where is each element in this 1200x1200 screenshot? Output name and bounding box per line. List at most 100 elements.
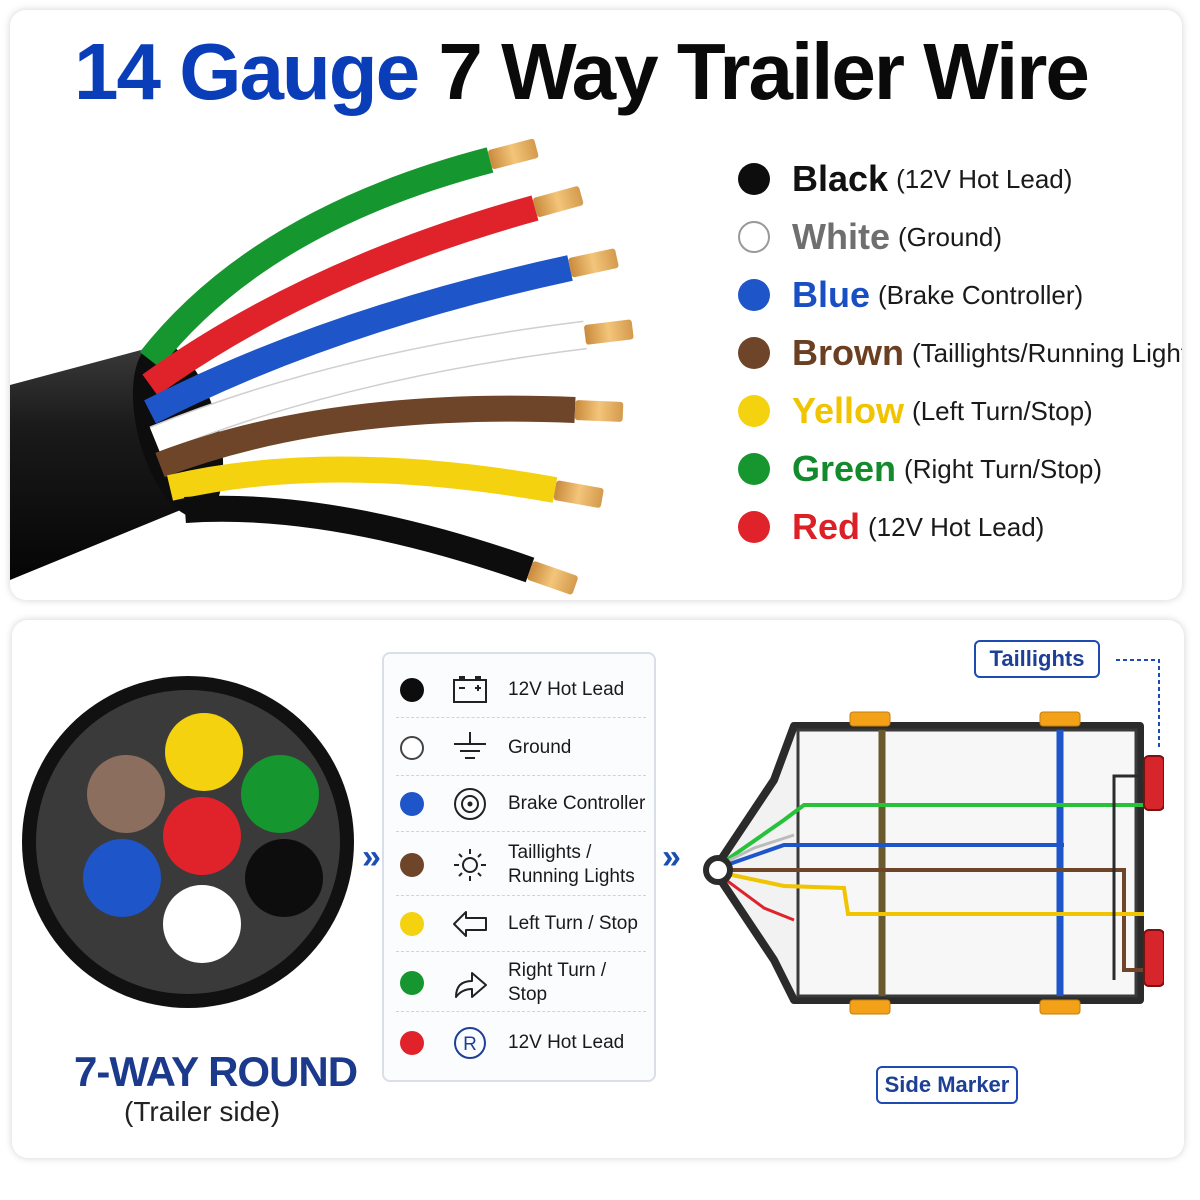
- pin-function-label: Ground: [508, 736, 572, 758]
- wire-yellow: [166, 456, 558, 503]
- pin-black: [245, 839, 323, 917]
- side-marker-light: [1039, 999, 1081, 1015]
- copper-tip-yellow: [553, 480, 604, 508]
- legend-color-name: Yellow: [792, 390, 905, 431]
- copper-tip-blue: [568, 248, 619, 278]
- wire-black-run: [1112, 774, 1140, 980]
- title-main: 7 Way Trailer Wire: [438, 27, 1090, 116]
- copper-tip-white: [584, 319, 634, 345]
- hitch-coupler: [703, 855, 733, 885]
- wire-color-legend: Black(12V Hot Lead)White(Ground)Blue(Bra…: [738, 150, 1182, 556]
- color-swatch: [400, 735, 424, 760]
- color-swatch: [738, 279, 770, 311]
- color-swatch: [738, 221, 770, 253]
- pin-function-label: Left Turn / Stop: [508, 912, 638, 934]
- connector-diagram-panel: 7-WAY ROUND (Trailer side) » 12V Hot Lea…: [12, 620, 1184, 1158]
- color-swatch: [400, 911, 424, 936]
- copper-tip-brown: [574, 400, 624, 422]
- legend-color-desc: (Left Turn/Stop): [912, 395, 1093, 426]
- pin-blue: [83, 839, 161, 917]
- wire-white: [150, 322, 587, 453]
- legend-color-name: Red: [792, 506, 861, 547]
- legend-color-desc: (Taillights/Running Lights): [912, 337, 1182, 368]
- legend-color-desc: (Brake Controller): [878, 279, 1084, 310]
- pin-function-label: 12V Hot Lead: [508, 678, 625, 700]
- taillight-right: [1143, 755, 1164, 811]
- side-marker-light: [1039, 711, 1081, 727]
- color-swatch: [400, 677, 424, 702]
- pin-function-label: 12V Hot Lead: [508, 1032, 625, 1053]
- pin-function-item: 12V Hot Lead: [396, 662, 646, 718]
- legend-color-name: Brown: [792, 332, 904, 373]
- wires-group: [139, 138, 634, 595]
- arrow-right-icon: [450, 965, 490, 1001]
- pin-function-item: Ground: [396, 720, 646, 776]
- pin-yellow: [165, 713, 243, 791]
- legend-color-desc: (Right Turn/Stop): [904, 453, 1103, 484]
- legend-item-yellow: Yellow(Left Turn/Stop): [738, 382, 1178, 440]
- color-swatch: [400, 791, 424, 816]
- pin-brown: [87, 755, 165, 833]
- taillight-left: [1143, 929, 1164, 987]
- color-swatch: [738, 511, 770, 543]
- wire-brown-run: [718, 868, 1144, 972]
- wire-green-run: [716, 803, 1144, 868]
- legend-color-name: Black: [792, 158, 889, 199]
- legend-item-blue: Blue(Brake Controller): [738, 266, 1178, 324]
- wire-brown: [155, 395, 576, 478]
- pin-function-item: Left Turn / Stop: [396, 896, 646, 952]
- side-marker-callout: Side Marker: [876, 1066, 1018, 1104]
- pin-function-item: Taillights / Running Lights: [396, 834, 646, 896]
- wire-overview-panel: 14 Gauge 7 Way Trailer Wire Black(12V Ho…: [10, 10, 1182, 600]
- legend-color-desc: (12V Hot Lead): [896, 163, 1073, 194]
- legend-item-red: Red(12V Hot Lead): [738, 498, 1178, 556]
- chevron-right-icon: »: [662, 838, 681, 876]
- wire-blue-run: [717, 843, 1064, 870]
- wire-green: [139, 147, 494, 369]
- pin-function-label: Taillights / Running Lights: [508, 841, 635, 887]
- legend-color-name: Green: [792, 448, 897, 489]
- pin-function-item: R 12V Hot Lead: [396, 1014, 646, 1072]
- legend-color-name: White: [792, 216, 890, 257]
- page-title: 14 Gauge 7 Way Trailer Wire: [74, 26, 1090, 118]
- connector-subtitle: (Trailer side): [124, 1096, 281, 1127]
- color-swatch: [738, 453, 770, 485]
- svg-text:R: R: [463, 1034, 477, 1055]
- legend-color-desc: (Ground): [897, 221, 1003, 252]
- trailer-wiring-diagram: [703, 659, 1164, 1015]
- pin-red: [163, 797, 241, 875]
- pin-function-item: Right Turn / Stop: [396, 954, 646, 1012]
- pin-function-label: Right Turn / Stop: [508, 959, 607, 1005]
- wire-red: [142, 195, 539, 396]
- arrow-left-icon: [450, 906, 490, 942]
- wire-red-run: [717, 872, 795, 922]
- legend-color-name: Blue: [792, 274, 871, 315]
- trailer-deck: [796, 728, 1138, 998]
- wire-white-run: [717, 833, 795, 868]
- taillights-callout: Taillights: [974, 640, 1100, 678]
- pin-green: [241, 755, 319, 833]
- wire-black: [184, 495, 535, 583]
- r-circle-icon: R: [450, 1025, 490, 1061]
- legend-item-brown: Brown (Taillights/Running Lights): [738, 324, 1182, 382]
- title-gauge: 14 Gauge: [74, 27, 420, 116]
- legend-color-desc: (12V Hot Lead): [868, 511, 1045, 542]
- wire-yellow-run: [717, 870, 1144, 916]
- connector-title: 7-WAY ROUND: [74, 1048, 358, 1095]
- brake-icon: [450, 786, 490, 822]
- plug-pins: [83, 713, 323, 963]
- legend-item-white: White(Ground): [738, 208, 1178, 266]
- chevron-right-icon: »: [362, 838, 381, 876]
- light-icon: [450, 847, 490, 883]
- taillights-callout-leader: [1116, 659, 1160, 750]
- color-swatch: [400, 1031, 424, 1055]
- cable-illustration: [10, 138, 634, 595]
- copper-tip-red: [533, 186, 584, 217]
- seven-way-plug-face: [22, 676, 354, 1008]
- legend-item-black: Black(12V Hot Lead): [738, 150, 1178, 208]
- color-swatch: [400, 970, 424, 995]
- pin-function-item: Brake Controller: [396, 776, 646, 832]
- color-swatch: [738, 163, 770, 195]
- color-swatch: [400, 852, 424, 877]
